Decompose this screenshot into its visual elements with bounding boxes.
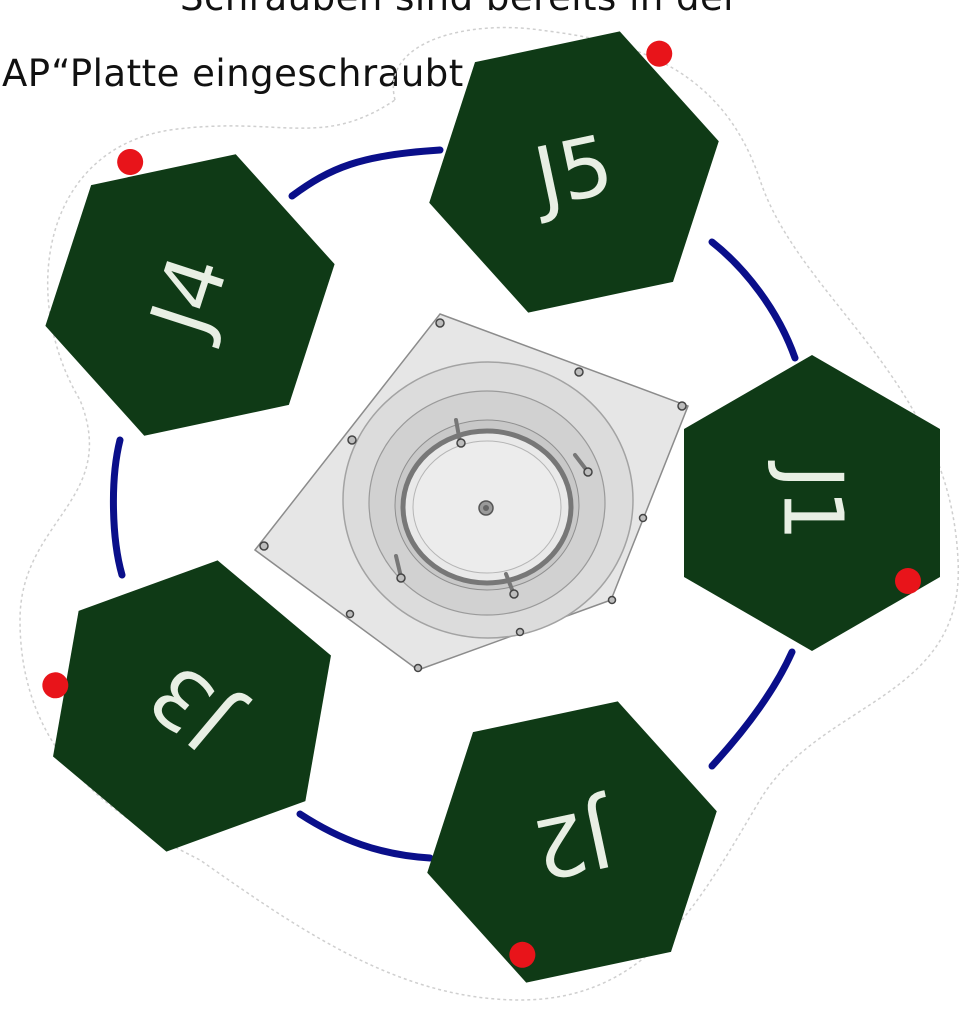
caption-line-2: AP“Platte eingeschraubt	[2, 52, 464, 95]
plate-screw-heads	[259, 318, 687, 673]
red-marker	[509, 941, 536, 968]
joint-label-j1: J1	[765, 460, 860, 541]
joint-j2: J2	[427, 701, 717, 983]
red-marker	[42, 672, 69, 699]
central-plate	[253, 313, 689, 673]
joint-j5: J5	[429, 31, 719, 313]
red-marker	[117, 149, 144, 176]
connector-j2-j3	[296, 810, 434, 862]
connector-j3-j4	[109, 436, 126, 579]
connector-j5-j1	[708, 238, 799, 362]
joint-j1: J1	[684, 355, 940, 651]
connectors	[109, 146, 799, 862]
caption-line-1: Schrauben sind bereits in der	[180, 0, 739, 19]
connector-j1-j2	[708, 648, 796, 770]
connector-j4-j5	[288, 146, 444, 200]
red-marker	[646, 40, 673, 67]
joint-j4: J4	[45, 149, 335, 436]
red-marker	[895, 568, 921, 594]
joint-j3: J3	[42, 560, 331, 852]
